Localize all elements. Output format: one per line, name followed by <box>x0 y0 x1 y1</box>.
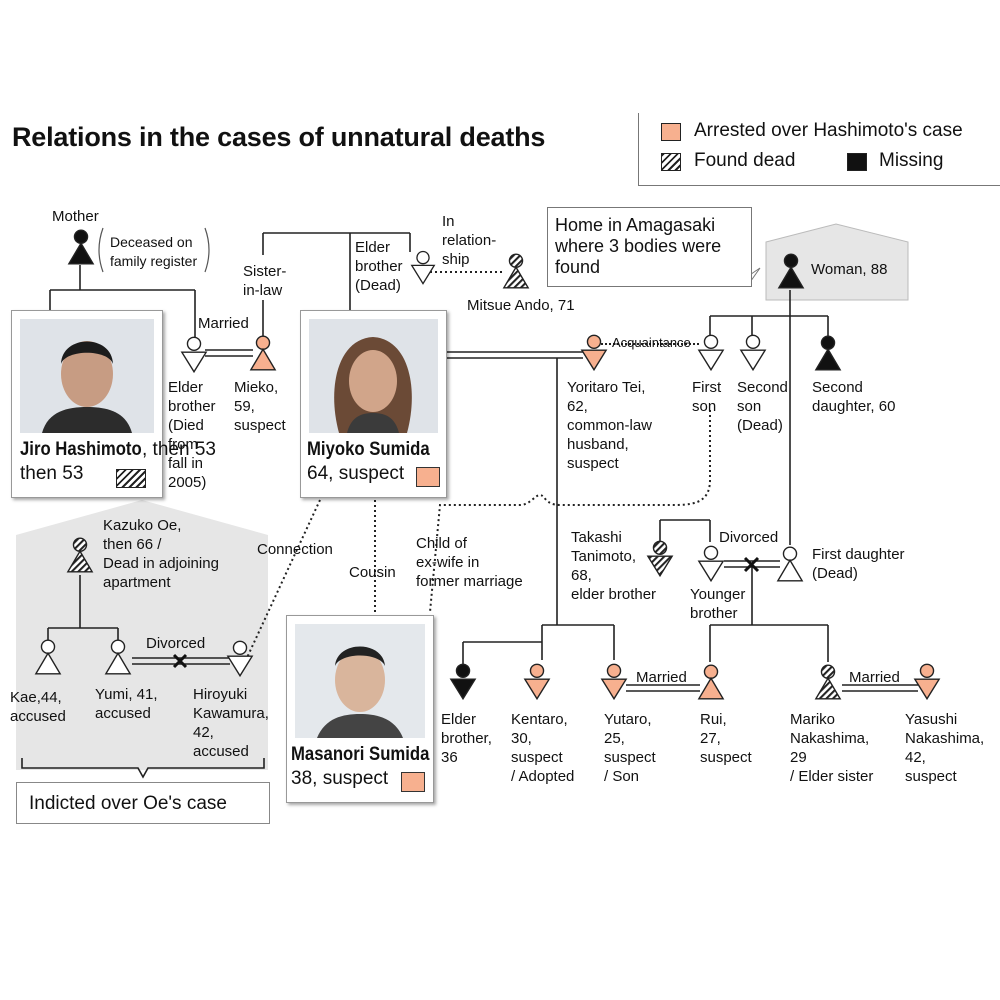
mitsue-ando-label: Mitsue Ando, 71 <box>467 297 575 314</box>
elder-brother-dead-label: Elder brother (Dead) <box>355 239 403 294</box>
kentaro-label: Kentaro, 30, suspect / Adopted <box>511 711 575 785</box>
miyoko-sumida-name: Miyoko Sumida <box>307 439 430 460</box>
rui-label: Rui, 27, suspect <box>700 711 752 766</box>
jiro-found-dead-badge <box>116 469 146 488</box>
sister-in-law-label: Sister- in-law <box>243 263 287 299</box>
married-label-3: Married <box>849 669 900 686</box>
yumi-label: Yumi, 41, accused <box>95 686 158 722</box>
indicted-box: Indicted over Oe's case <box>16 782 270 824</box>
miyoko-sumida-age: 64, suspect <box>307 463 405 484</box>
divorced-label-2: Divorced <box>146 635 206 652</box>
miyoko-sumida-card: Miyoko Sumida 64, suspect <box>300 310 447 498</box>
jiro-hashimoto-photo <box>20 319 154 433</box>
yoritaro-tei-label: Yoritaro Tei, 62, common-law husband, su… <box>567 379 653 472</box>
cousin-label: Cousin <box>349 564 396 581</box>
woman-88-label: Woman, 88 <box>811 261 888 278</box>
legend-arrested-label: Arrested over Hashimoto's case <box>694 120 963 141</box>
second-son-label: Second son (Dead) <box>737 379 788 434</box>
second-daughter-label: Second daughter, 60 <box>812 379 896 415</box>
married-label-2: Married <box>636 669 687 686</box>
kazuko-oe-label: Kazuko Oe, then 66 / Dead in adjoining a… <box>103 517 219 591</box>
miyoko-sumida-photo <box>309 319 438 433</box>
masanori-sumida-card: Masanori Sumida 38, suspect <box>286 615 434 803</box>
mieko-label: Mieko, 59, suspect <box>234 379 286 434</box>
legend-missing-label: Missing <box>879 150 944 171</box>
elder-brother-jiro-label: Elder brother (Died from fall in 2005) <box>168 379 216 491</box>
child-ex-wife-label: Child of ex-wife in former marriage <box>416 535 523 590</box>
in-relationship-label: In relation- ship <box>442 213 497 268</box>
acquaintance-label: Acquaintance <box>612 335 691 350</box>
masanori-arrested-badge <box>401 772 425 792</box>
mother-figure <box>68 229 94 265</box>
deceased-register-note <box>95 226 213 274</box>
takashi-tanimoto-label: Takashi Tanimoto, 68, elder brother <box>571 529 657 603</box>
masanori-sumida-photo <box>295 624 425 738</box>
younger-brother-label: Younger brother <box>690 586 746 622</box>
legend-arrested-swatch <box>661 123 681 141</box>
first-son-label: First son <box>692 379 722 415</box>
mariko-nakashima-label: Mariko Nakashima, 29 / Elder sister <box>790 711 874 785</box>
divorced-label-1: Divorced <box>719 529 779 546</box>
legend-found-dead-swatch <box>661 153 681 171</box>
mother-label: Mother <box>52 208 99 225</box>
yasushi-nakashima-label: Yasushi Nakashima, 42, suspect <box>905 711 985 785</box>
masanori-sumida-age: 38, suspect <box>291 768 389 789</box>
legend-missing-swatch <box>847 153 867 171</box>
yutaro-label: Yutaro, 25, suspect / Son <box>604 711 656 785</box>
legend-found-dead-label: Found dead <box>694 150 796 171</box>
kae-label: Kae,44, accused <box>10 689 66 725</box>
married-label-1: Married <box>198 315 249 332</box>
home-callout <box>547 207 752 287</box>
hiroyuki-kawamura-label: Hiroyuki Kawamura, 42, accused <box>193 686 269 760</box>
elder-brother-36-label: Elder brother, 36 <box>441 711 492 766</box>
home-panel <box>765 223 909 301</box>
first-daughter-label: First daughter (Dead) <box>812 546 905 582</box>
indicted-label: Indicted over Oe's case <box>29 793 227 814</box>
diagram-title: Relations in the cases of unnatural deat… <box>12 122 546 152</box>
jiro-hashimoto-name: Jiro Hashimoto <box>20 439 142 460</box>
masanori-sumida-name: Masanori Sumida <box>291 744 430 765</box>
connection-label: Connection <box>257 541 333 558</box>
home-callout-text: Home in Amagasaki where 3 bodies were fo… <box>555 215 722 277</box>
miyoko-arrested-badge <box>416 467 440 487</box>
deceased-register-label: Deceased on family register <box>110 234 198 269</box>
legend: Arrested over Hashimoto's case Found dea… <box>638 113 1000 186</box>
